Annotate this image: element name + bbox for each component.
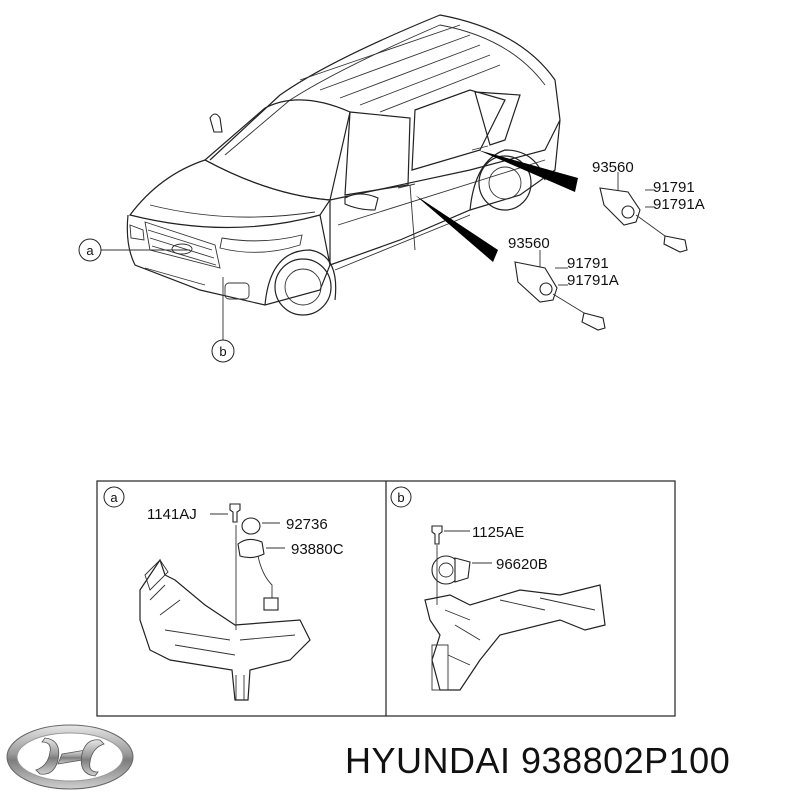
- hyundai-logo: [6, 724, 134, 790]
- door-switch-rear-group: [599, 172, 688, 253]
- door-switch-front-group: [514, 250, 606, 331]
- part-number-caption: HYUNDAI 938802P100: [345, 740, 731, 781]
- pointer-front-door: [415, 195, 498, 262]
- part-92736: 92736: [286, 516, 328, 533]
- part-96620B: 96620B: [496, 556, 548, 573]
- detail-panel-b: b: [390, 486, 606, 691]
- part-91791A-rear: 91791A: [653, 196, 705, 213]
- part-1141AJ: 1141AJ: [147, 506, 197, 523]
- callout-a-label: a: [86, 243, 94, 258]
- callout-b: b: [211, 277, 235, 363]
- part-91791-front: 91791: [567, 255, 609, 272]
- pointer-rear-door: [478, 150, 578, 192]
- part-1125AE: 1125AE: [472, 524, 524, 541]
- part-91791A-front: 91791A: [567, 272, 619, 289]
- part-91791-rear: 91791: [653, 179, 695, 196]
- part-93560-front: 93560: [508, 235, 550, 252]
- panel-b-tag: b: [397, 490, 404, 505]
- callout-a: a: [78, 238, 190, 262]
- callout-b-label: b: [219, 344, 226, 359]
- suv-illustration: [126, 14, 561, 316]
- part-93880C: 93880C: [291, 541, 344, 558]
- panel-a-tag: a: [110, 490, 118, 505]
- part-93560-rear: 93560: [592, 159, 634, 176]
- detail-panel-a: a: [103, 486, 311, 701]
